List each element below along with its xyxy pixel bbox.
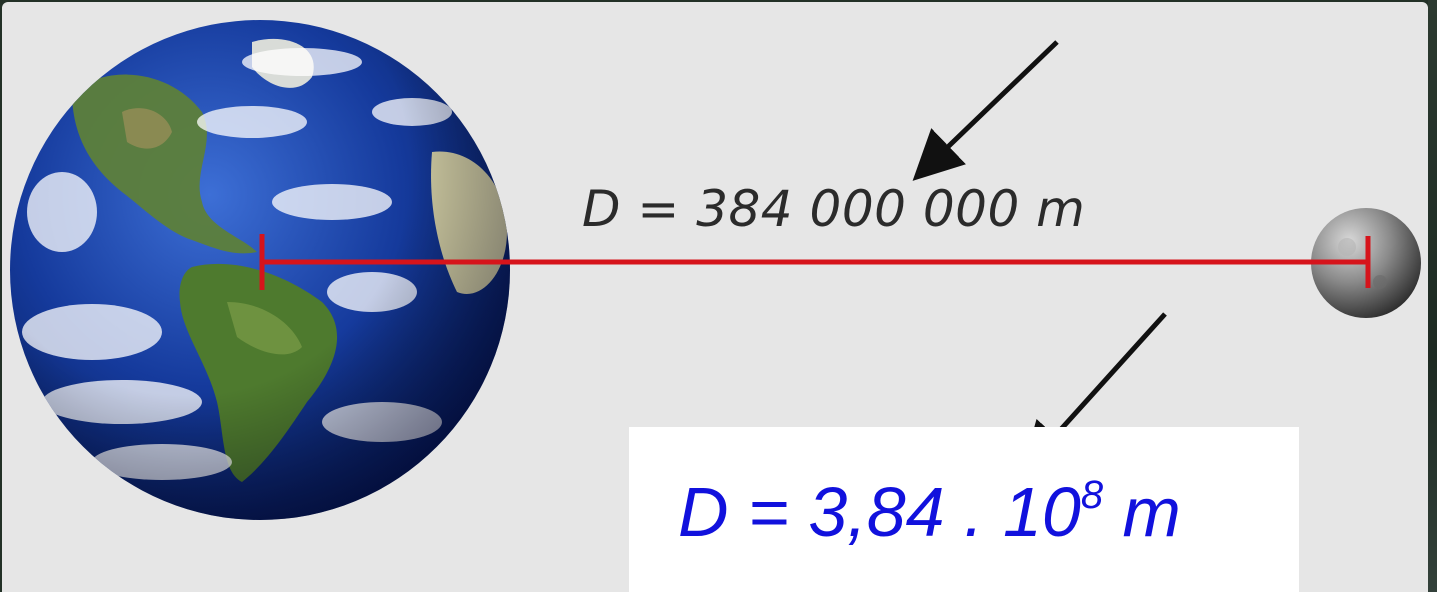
- sci-base: 10: [1002, 473, 1081, 551]
- distance-measure-line: [259, 234, 1371, 290]
- sci-mantissa: 3,84: [808, 473, 945, 551]
- sci-unit: m: [1103, 473, 1181, 551]
- distance-prefix: D =: [582, 180, 697, 238]
- distance-scientific-label: D = 3,84 . 108 m: [678, 472, 1181, 552]
- arrow-to-decimal-label: [912, 40, 1059, 181]
- distance-decimal-label: D = 384 000 000 m: [582, 180, 1085, 238]
- sci-operator: .: [944, 473, 1003, 551]
- background-edge-strip: [1428, 0, 1437, 592]
- distance-value: 384 000 000: [696, 180, 1020, 238]
- distance-unit: m: [1019, 180, 1086, 238]
- sci-prefix: D =: [678, 473, 809, 551]
- sci-exponent: 8: [1080, 473, 1104, 517]
- scientific-notation-box: [629, 427, 1299, 592]
